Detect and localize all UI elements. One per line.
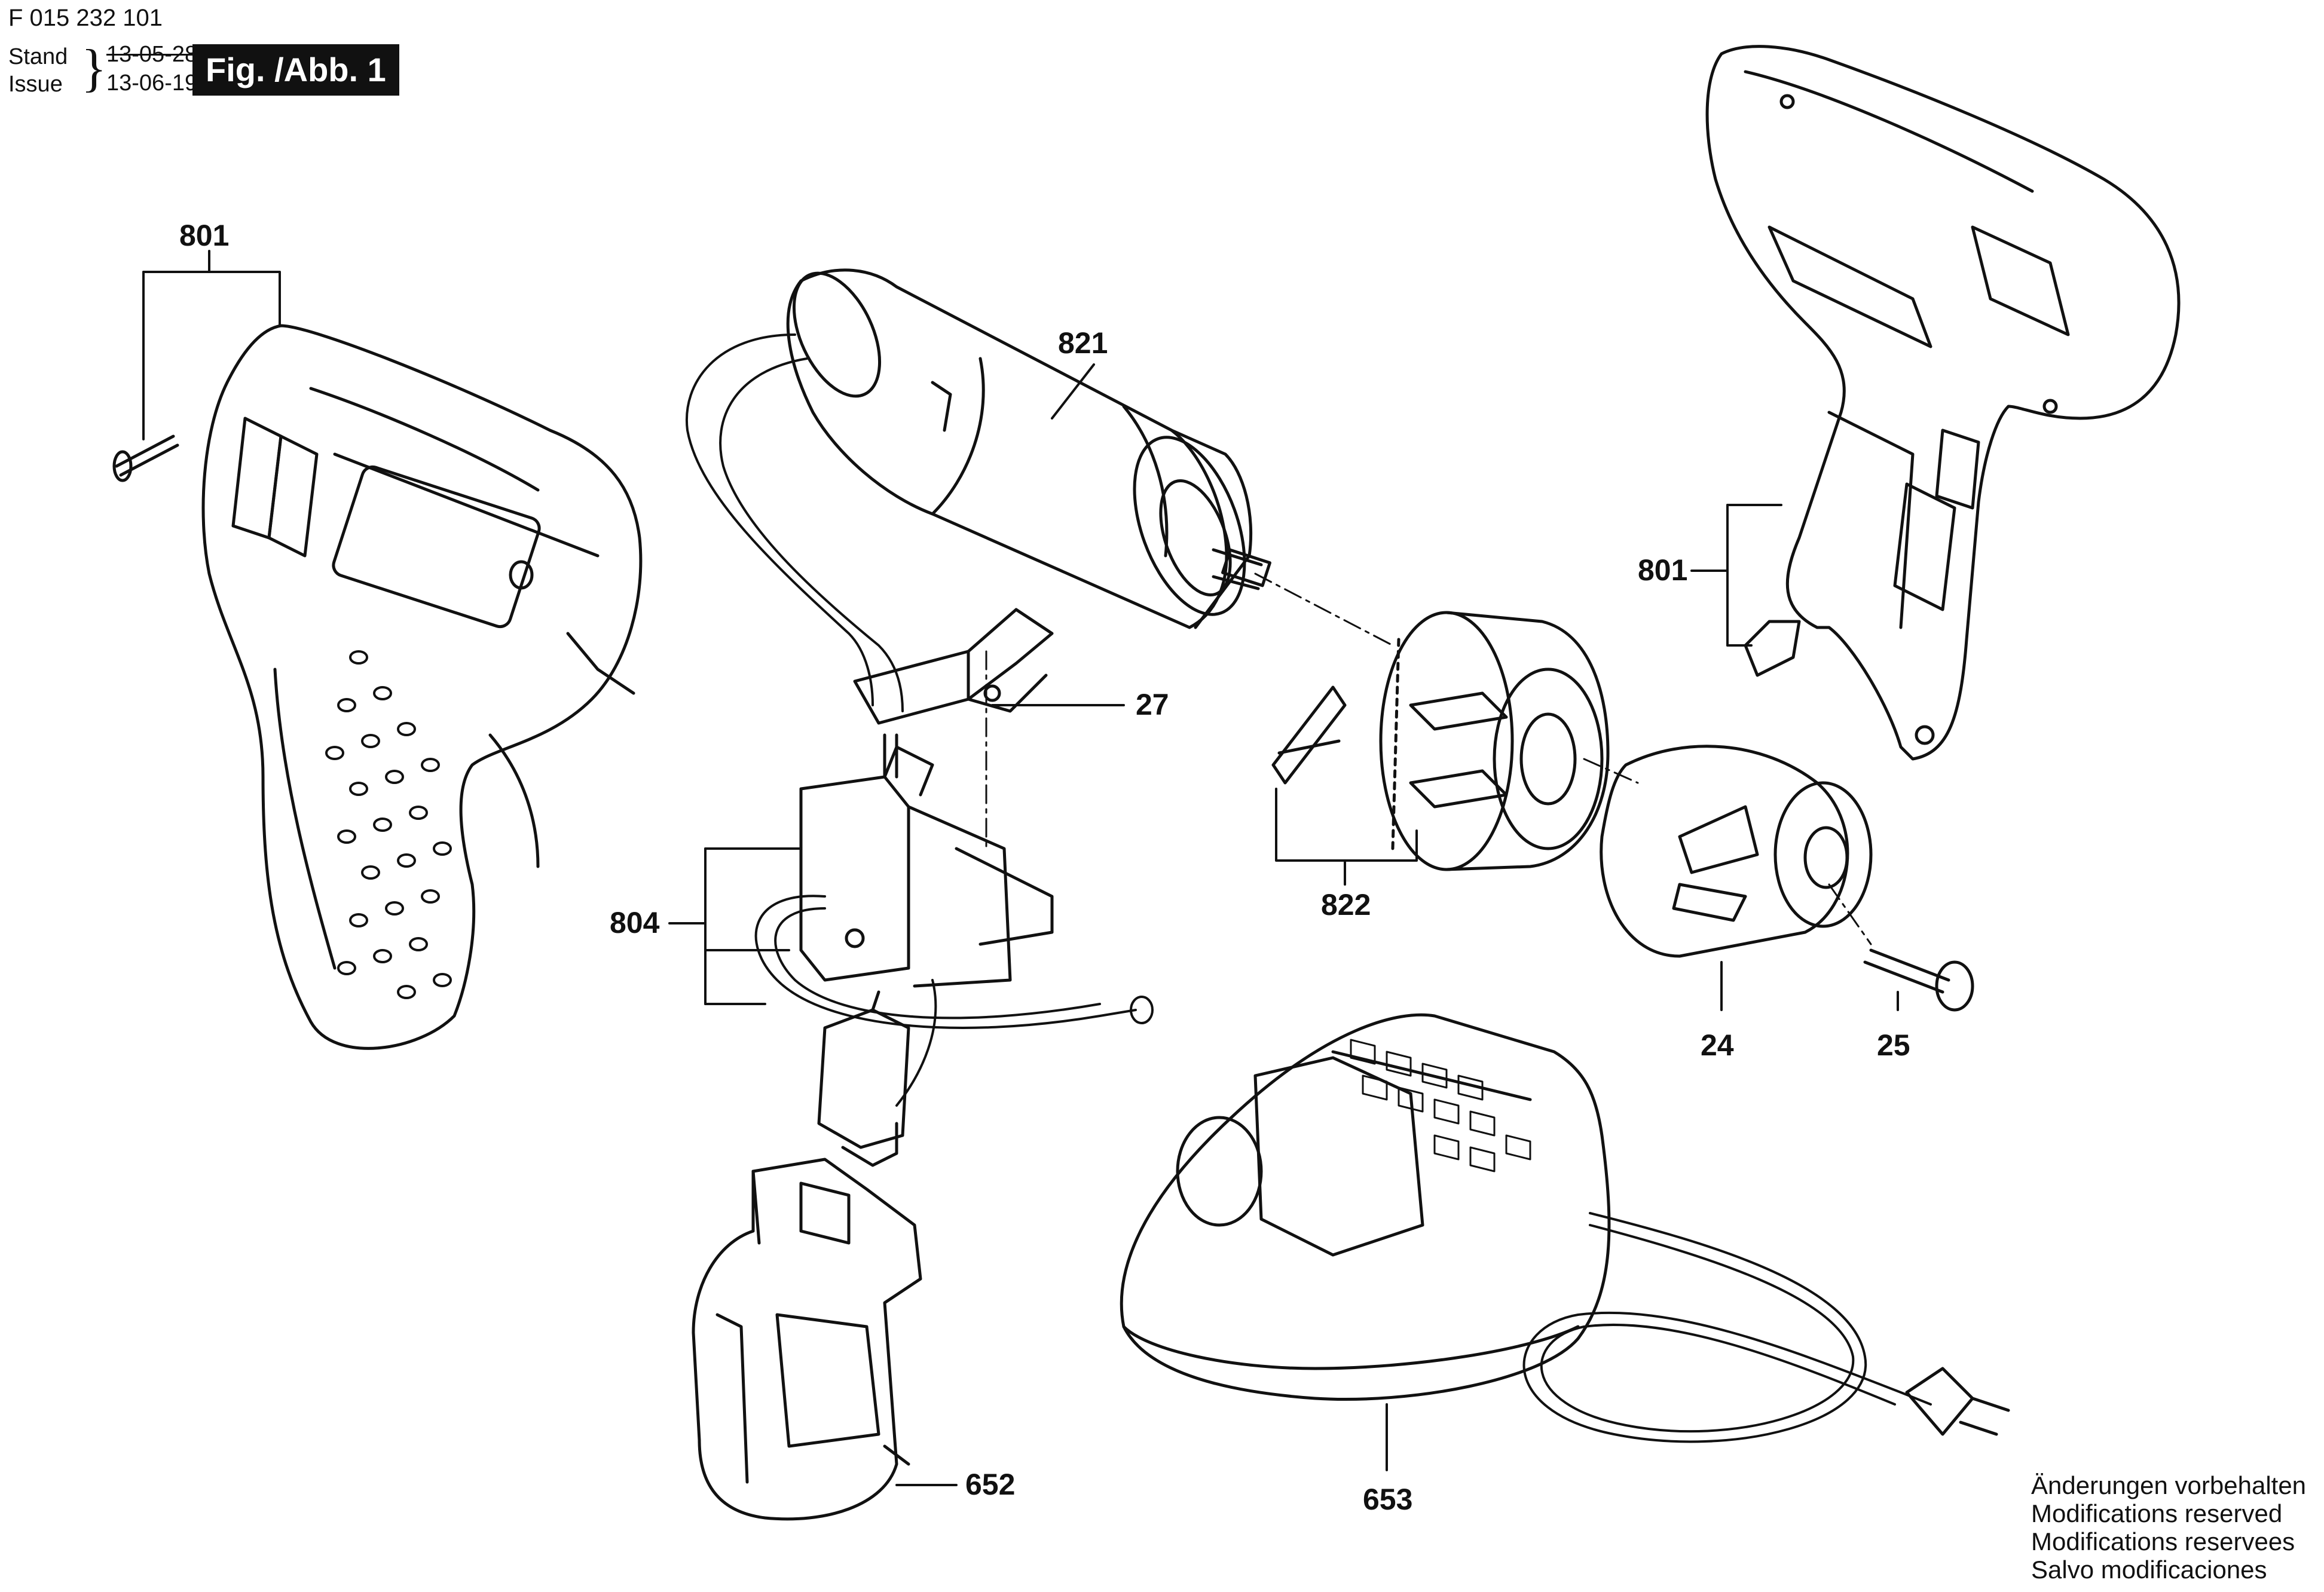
housing-clip-right — [1744, 620, 1801, 677]
callout-822-leader — [1275, 788, 1418, 886]
assembly-axis — [985, 572, 1872, 945]
switch-module — [799, 733, 1054, 1167]
callout-804-leader — [668, 847, 802, 1005]
callout-821-leader — [1051, 363, 1095, 420]
issue-label: Issue — [8, 72, 63, 97]
power-plug — [1905, 1367, 2010, 1436]
part-number-653: 653 — [1363, 1483, 1413, 1516]
part-number-25: 25 — [1877, 1028, 1910, 1062]
part-number-822: 822 — [1321, 888, 1371, 921]
housing-screw-left — [112, 434, 179, 482]
drill-chuck — [1600, 745, 1873, 958]
housing-half-right — [1705, 45, 2181, 761]
note-line: Modifications reservees — [2031, 1527, 2295, 1556]
note-line: Modifications reserved — [2031, 1499, 2283, 1527]
part-number-27: 27 — [1136, 688, 1169, 721]
housing-half-left — [201, 324, 643, 1050]
stand-label: Stand — [8, 44, 68, 69]
battery-charger — [1120, 1013, 1611, 1401]
issue-date: 13-06-19 — [106, 71, 198, 96]
motor — [786, 268, 1271, 629]
part-number-804: 804 — [610, 906, 660, 939]
stand-date: 13-05-28 — [106, 42, 198, 67]
chuck-screw — [1863, 948, 1974, 1012]
note-line: Salvo modificaciones — [2031, 1556, 2267, 1584]
part-number-801-left: 801 — [179, 219, 230, 252]
note-line: Änderungen vorbehalten — [2031, 1471, 2307, 1499]
bracket-clip — [853, 608, 1054, 725]
gear-spring — [1271, 685, 1347, 785]
part-number-652: 652 — [965, 1468, 1016, 1501]
figure-badge: Fig. /Abb. 1 — [192, 44, 399, 96]
callout-801-right-leader — [1690, 504, 1782, 647]
date-brace: } — [81, 39, 107, 97]
callout-801-left-leader — [142, 250, 281, 440]
document-number: F 015 232 101 — [8, 5, 163, 31]
part-number-801-right: 801 — [1638, 553, 1688, 587]
part-number-821: 821 — [1058, 326, 1108, 360]
gear-housing — [1379, 611, 1610, 871]
part-number-24: 24 — [1701, 1028, 1734, 1062]
modification-notes: Änderungen vorbehalten Modifications res… — [2031, 1471, 2306, 1584]
charger-cable — [1522, 1212, 1932, 1443]
battery-pack — [692, 1158, 922, 1521]
switch-cable — [754, 895, 1154, 1107]
motor-wires — [685, 333, 904, 712]
